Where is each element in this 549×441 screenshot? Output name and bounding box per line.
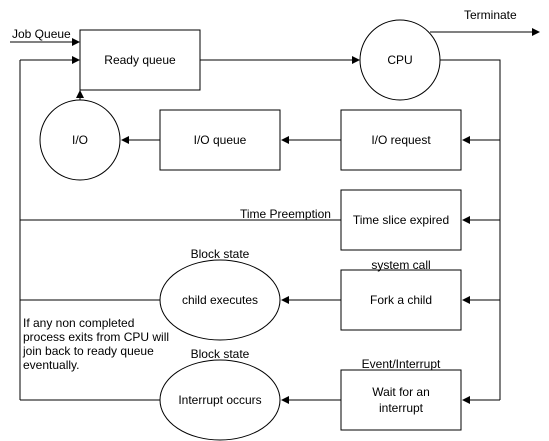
interrupt-occurs-label: Interrupt occurs [178,393,261,407]
wait-interrupt-line1: Wait for an [372,385,430,399]
wait-interrupt-box [340,369,462,431]
terminate-label: Terminate [464,8,517,22]
block-state-label-2: Block state [191,347,250,361]
cpu-output-bus [440,59,501,400]
job-queue-label: Job Queue [12,27,71,41]
note-line-4: eventually. [23,358,79,372]
io-request-label: I/O request [371,133,431,147]
note-line-2: process exits from CPU will [23,330,169,344]
time-slice-box [340,189,462,251]
ready-queue-label: Ready queue [104,53,176,67]
child-executes-label: child executes [182,293,258,307]
wait-interrupt-line2: interrupt [379,401,424,415]
event-interrupt-label: Event/Interrupt [362,357,441,371]
fork-child-label: Fork a child [370,293,432,307]
io-queue-label: I/O queue [194,133,247,147]
io-label: I/O [72,133,88,147]
cpu-label: CPU [387,53,412,67]
time-slice-label: Time slice expired [353,213,449,227]
io-request-box [340,109,462,171]
note-line-1: If any non completed [23,316,134,330]
note-line-3: join back to ready queue [22,344,154,358]
system-call-label: system call [371,258,430,272]
block-state-label-1: Block state [191,247,250,261]
fork-child-box [340,269,462,331]
ready-queue-box [79,29,201,91]
io-queue-box [159,109,281,171]
time-preemption-label: Time Preemption [240,207,331,221]
